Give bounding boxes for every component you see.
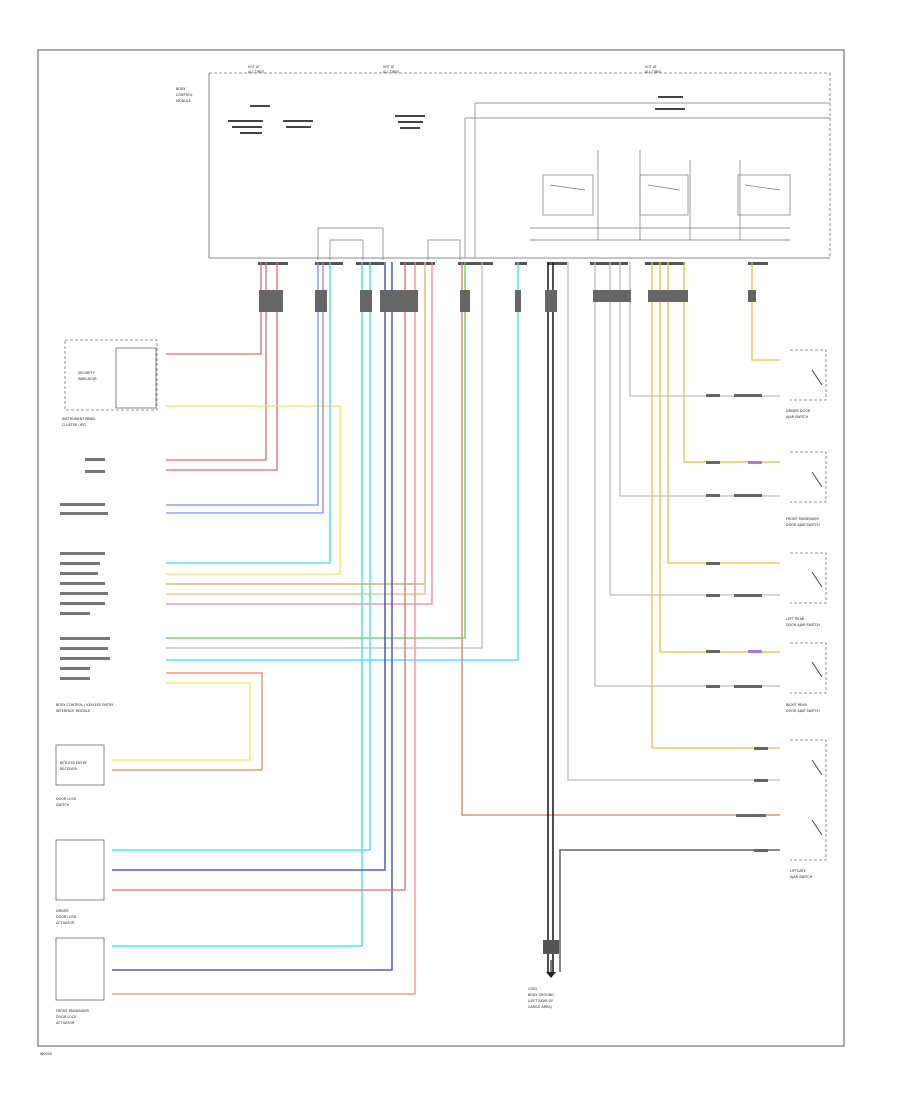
svg-text:DOOR AJAR SWITCH: DOOR AJAR SWITCH xyxy=(786,523,820,527)
svg-text:(LEFT REAR OF: (LEFT REAR OF xyxy=(528,999,553,1003)
svg-text:ALL TIMES: ALL TIMES xyxy=(645,70,661,74)
front-passenger-door-ajar-switch: FRONT PASSENGER DOOR AJAR SWITCH xyxy=(786,451,827,527)
svg-text:RECEIVER: RECEIVER xyxy=(60,767,77,771)
wire-green xyxy=(166,262,466,639)
hot-at-all-times-mid: HOT AT ALL TIMES xyxy=(383,65,399,74)
wire-tan-4 xyxy=(683,262,780,463)
svg-text:ACTUATOR: ACTUATOR xyxy=(56,921,75,925)
wire-red-1 xyxy=(166,262,262,355)
connector-pin-row xyxy=(258,262,768,265)
left-rear-door-ajar-switch: LEFT REAR DOOR AJAR SWITCH xyxy=(786,552,827,627)
wire-red-3 xyxy=(166,262,278,471)
wire-red-2 xyxy=(166,262,267,461)
svg-text:DOOR LOCK: DOOR LOCK xyxy=(56,1015,77,1019)
body-control-module-box xyxy=(208,72,831,259)
wire-tan-5 xyxy=(751,262,780,361)
wire-cyan-long-1 xyxy=(112,262,363,947)
svg-text:INDICATOR: INDICATOR xyxy=(78,377,97,381)
svg-text:DOOR LOCK: DOOR LOCK xyxy=(56,797,77,801)
wire-orange-mod xyxy=(166,262,426,595)
svg-text:HOT AT: HOT AT xyxy=(645,65,657,69)
wire-gray-door-5 xyxy=(629,262,780,397)
svg-text:FRONT PASSENGER: FRONT PASSENGER xyxy=(786,517,820,521)
wire-yellow-keyless xyxy=(112,682,251,761)
wire-gray-door-3 xyxy=(609,262,780,596)
svg-text:MODULE: MODULE xyxy=(176,99,191,103)
svg-text:CLUSTER (IPC): CLUSTER (IPC) xyxy=(62,423,87,427)
liftgate-ajar-switch: LIFTGATE AJAR SWITCH xyxy=(790,739,827,879)
svg-text:DRIVER DOOR: DRIVER DOOR xyxy=(786,409,811,413)
svg-text:DOOR AJAR SWITCH: DOOR AJAR SWITCH xyxy=(786,709,820,713)
ground-symbol: G302 BODY GROUND (LEFT REAR OF CARGO ARE… xyxy=(528,940,559,1009)
svg-text:LIFTGATE: LIFTGATE xyxy=(790,869,806,873)
wire-cyan-1 xyxy=(166,262,331,564)
wire-blue-long-2 xyxy=(112,262,393,971)
hot-at-all-times-left: HOT AT ALL TIMES xyxy=(248,65,264,74)
module-inner-labels xyxy=(228,96,685,134)
svg-text:SECURITY: SECURITY xyxy=(78,371,96,375)
svg-text:RIGHT REAR: RIGHT REAR xyxy=(786,703,807,707)
wire-brown xyxy=(461,262,780,816)
svg-text:G302: G302 xyxy=(528,987,537,991)
hot-at-all-times-right: HOT AT ALL TIMES xyxy=(645,65,661,74)
wire-orange-keyless xyxy=(112,672,263,771)
diagram-frame xyxy=(37,49,845,1047)
svg-text:LEFT REAR: LEFT REAR xyxy=(786,617,805,621)
svg-text:SWITCH: SWITCH xyxy=(56,803,70,807)
module-internals xyxy=(317,102,830,260)
svg-text:INSTRUMENT PANEL: INSTRUMENT PANEL xyxy=(62,417,96,421)
svg-text:BODY GROUND: BODY GROUND xyxy=(528,993,554,997)
svg-text:INTERFACE MODULE: INTERFACE MODULE xyxy=(56,709,90,713)
wire-ltblue-2 xyxy=(166,262,519,661)
footer-code: W0000 xyxy=(40,1052,52,1056)
svg-text:CONTROL: CONTROL xyxy=(176,93,193,97)
wire-gray-door-4 xyxy=(619,262,780,497)
wire-red-long-2 xyxy=(112,262,416,995)
ipc-connector-rows xyxy=(60,458,110,680)
wire-tan-1 xyxy=(651,262,780,749)
driver-door-ajar-switch: DRIVER DOOR AJAR SWITCH xyxy=(786,349,827,419)
wire-gray xyxy=(166,262,483,649)
svg-text:DOOR LOCK: DOOR LOCK xyxy=(56,915,77,919)
driver-door-lock-actuator: DRIVER DOOR LOCK ACTUATOR xyxy=(56,909,77,925)
right-rear-door-ajar-switch: RIGHT REAR DOOR AJAR SWITCH xyxy=(786,642,827,713)
wires xyxy=(112,262,780,995)
door-lock-switch: DOOR LOCK SWITCH xyxy=(55,797,105,901)
module-name-label: BODY CONTROL MODULE xyxy=(176,87,193,103)
wire-blue-1 xyxy=(166,262,319,506)
wire-red-long-1 xyxy=(112,262,406,891)
wire-blue-2 xyxy=(166,262,324,514)
wire-black-3 xyxy=(559,849,780,972)
wire-cyan-long-2 xyxy=(112,262,371,851)
wire-gray-door-1 xyxy=(567,262,780,781)
svg-text:ALL TIMES: ALL TIMES xyxy=(248,70,264,74)
security-indicator: SECURITY INDICATOR xyxy=(64,339,158,411)
wire-blue-long-1 xyxy=(112,262,386,871)
svg-text:ACTUATOR: ACTUATOR xyxy=(56,1021,75,1025)
svg-text:DRIVER: DRIVER xyxy=(56,909,69,913)
svg-text:FRONT PASSENGER: FRONT PASSENGER xyxy=(56,1009,90,1013)
svg-text:BODY: BODY xyxy=(176,87,186,91)
wire-red-mod xyxy=(166,262,433,605)
svg-text:ALL TIMES: ALL TIMES xyxy=(383,70,399,74)
svg-text:CARGO AREA): CARGO AREA) xyxy=(528,1005,553,1009)
wire-yellow-ipc xyxy=(166,405,341,575)
wire-tan-3 xyxy=(667,262,780,564)
right-wire-labels xyxy=(706,394,768,852)
svg-text:KEYLESS ENTRY: KEYLESS ENTRY xyxy=(60,761,88,765)
instrument-panel-cluster-label: INSTRUMENT PANEL CLUSTER (IPC) xyxy=(62,417,96,427)
keyless-entry-receiver: KEYLESS ENTRY RECEIVER xyxy=(55,744,105,786)
svg-text:AJAR SWITCH: AJAR SWITCH xyxy=(786,415,809,419)
svg-text:HOT AT: HOT AT xyxy=(248,65,260,69)
body-control-interface-label: BODY CONTROL / KEYLESS ENTRY INTERFACE M… xyxy=(56,703,114,713)
svg-text:HOT AT: HOT AT xyxy=(383,65,395,69)
connector-stubs xyxy=(259,290,756,312)
front-passenger-door-lock-actuator: FRONT PASSENGER DOOR LOCK ACTUATOR xyxy=(55,937,105,1025)
svg-text:DOOR AJAR SWITCH: DOOR AJAR SWITCH xyxy=(786,623,820,627)
svg-text:AJAR SWITCH: AJAR SWITCH xyxy=(790,875,813,879)
svg-text:BODY CONTROL / KEYLESS ENTRY: BODY CONTROL / KEYLESS ENTRY xyxy=(56,703,114,707)
wire-tan-2 xyxy=(659,262,780,653)
